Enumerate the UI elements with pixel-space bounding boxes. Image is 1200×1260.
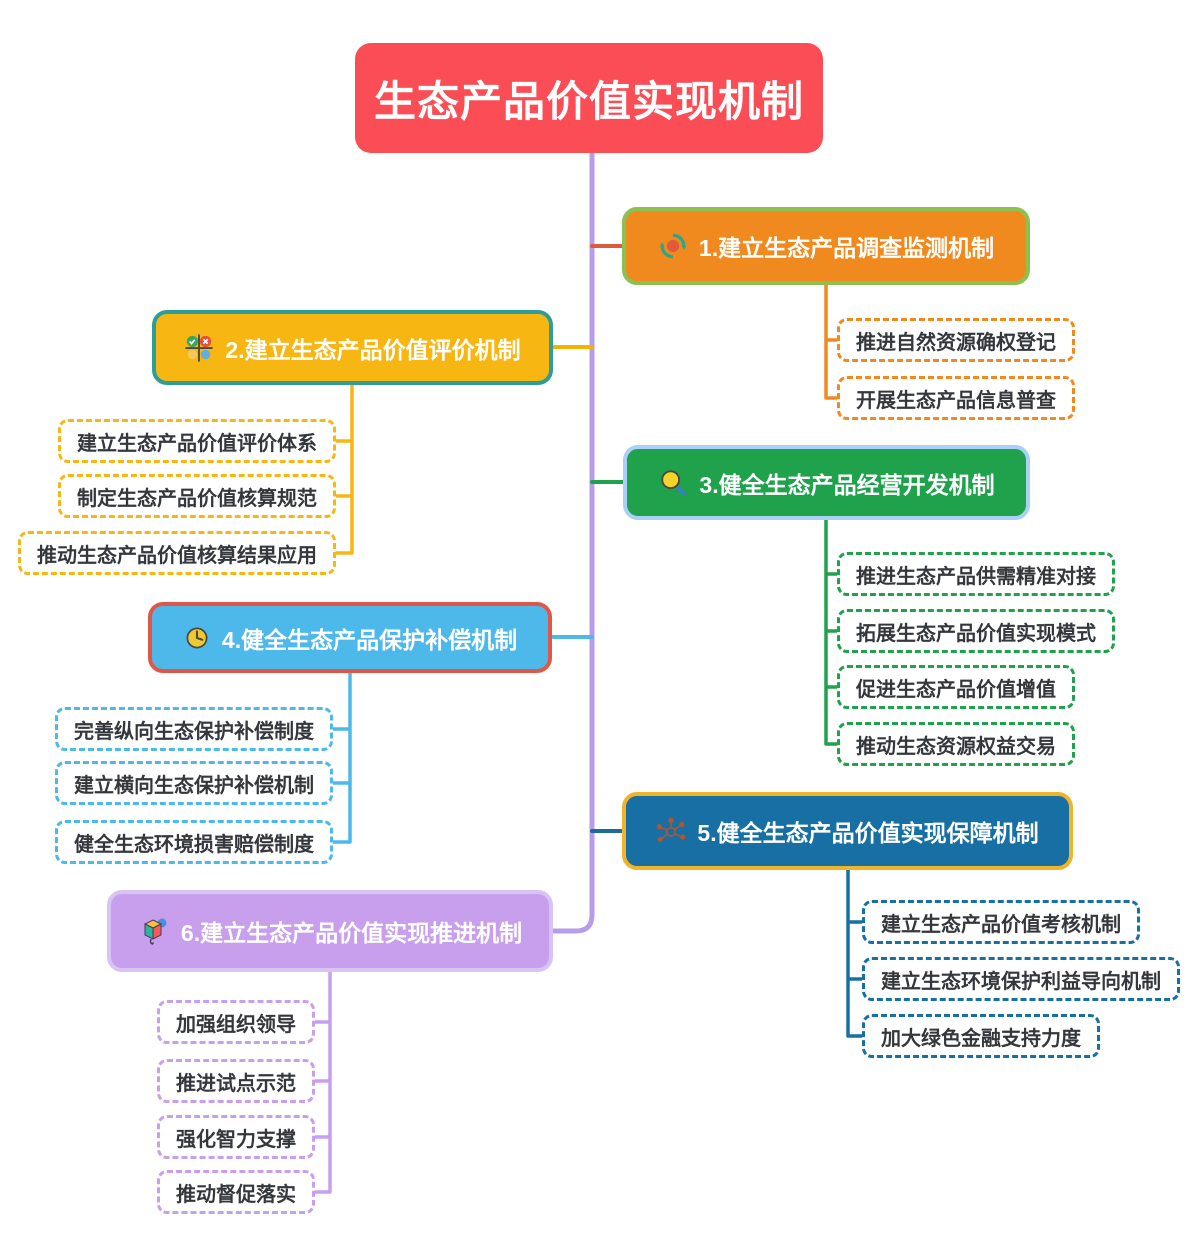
branch-1-node[interactable]: 1.建立生态产品调查监测机制: [622, 207, 1030, 285]
branch-2-child-3[interactable]: 推动生态产品价值核算结果应用: [18, 531, 336, 575]
root-node[interactable]: 生态产品价值实现机制: [355, 43, 823, 153]
magnifier-icon: [658, 468, 688, 498]
branch-4-node[interactable]: 4.健全生态产品保护补偿机制: [148, 602, 552, 673]
branch-3-child-3[interactable]: 促进生态产品价值增值: [837, 665, 1075, 709]
spine-line: [550, 150, 595, 934]
branch-1-child-lines: [824, 283, 840, 400]
child-label: 健全生态环境损害赔偿制度: [74, 833, 314, 856]
branch-6-label: 6.建立生态产品价值实现推进机制: [180, 920, 523, 946]
child-label: 推动生态资源权益交易: [856, 735, 1056, 758]
branch-5-label: 5.健全生态产品价值实现保障机制: [697, 820, 1039, 846]
branch-6-child-3[interactable]: 强化智力支撑: [157, 1115, 315, 1159]
child-label: 推进自然资源确权登记: [856, 331, 1056, 354]
child-label: 推动生态产品价值核算结果应用: [37, 544, 317, 567]
branch-5-child-3[interactable]: 加大绿色金融支持力度: [862, 1014, 1100, 1058]
branch-5-child-2[interactable]: 建立生态环境保护利益导向机制: [862, 957, 1180, 1001]
child-label: 推进试点示范: [176, 1072, 296, 1095]
branch-2-child-1[interactable]: 建立生态产品价值评价体系: [58, 419, 336, 463]
child-label: 促进生态产品价值增值: [856, 678, 1056, 701]
child-label: 加强组织领导: [176, 1013, 296, 1036]
branch-1-child-1[interactable]: 推进自然资源确权登记: [837, 318, 1075, 362]
branch-5-child-1[interactable]: 建立生态产品价值考核机制: [862, 900, 1140, 944]
child-label: 强化智力支撑: [176, 1128, 296, 1151]
root-label: 生态产品价值实现机制: [373, 77, 804, 125]
cube-icon: [138, 915, 170, 947]
branch-3-child-1[interactable]: 推进生态产品供需精准对接: [837, 552, 1115, 596]
branch-2-label: 2.建立生态产品价值评价机制: [225, 336, 521, 363]
child-label: 建立生态产品价值考核机制: [881, 913, 1121, 936]
quad-circles-icon: [184, 333, 214, 363]
child-label: 完善纵向生态保护补偿制度: [74, 720, 314, 743]
branch-6-child-4[interactable]: 推动督促落实: [157, 1170, 315, 1214]
branch-3-node[interactable]: 3.健全生态产品经营开发机制: [623, 445, 1030, 520]
branch-6-child-2[interactable]: 推进试点示范: [157, 1059, 315, 1103]
branch-2-node[interactable]: 2.建立生态产品价值评价机制: [152, 310, 553, 385]
child-label: 推动督促落实: [176, 1183, 296, 1206]
branch-4-label: 4.健全生态产品保护补偿机制: [221, 626, 518, 653]
clock-icon: [183, 624, 211, 652]
child-label: 建立生态环境保护利益导向机制: [881, 970, 1161, 993]
branch-5-child-lines: [846, 868, 865, 1038]
branch-5-node[interactable]: 5.健全生态产品价值实现保障机制: [622, 792, 1073, 870]
child-label: 推进生态产品供需精准对接: [856, 565, 1096, 588]
branch-4-child-3[interactable]: 健全生态环境损害赔偿制度: [55, 820, 333, 864]
branch-2-child-2[interactable]: 制定生态产品价值核算规范: [58, 474, 336, 518]
branch-6-child-1[interactable]: 加强组织领导: [157, 1000, 315, 1044]
branch-3-label: 3.健全生态产品经营开发机制: [699, 471, 995, 498]
branch-1-label: 1.建立生态产品调查监测机制: [698, 235, 995, 261]
branch-4-child-2[interactable]: 建立横向生态保护补偿机制: [55, 761, 333, 805]
branch-6-child-lines: [313, 970, 332, 1194]
child-label: 开展生态产品信息普查: [856, 389, 1056, 412]
branch-3-child-2[interactable]: 拓展生态产品价值实现模式: [837, 609, 1115, 653]
branch-3-child-lines: [824, 518, 840, 746]
network-icon: [656, 816, 686, 846]
child-label: 拓展生态产品价值实现模式: [856, 622, 1096, 645]
branch-3-child-4[interactable]: 推动生态资源权益交易: [837, 722, 1075, 766]
refresh-icon: [658, 231, 688, 261]
branch-6-node[interactable]: 6.建立生态产品价值实现推进机制: [107, 890, 553, 972]
child-label: 制定生态产品价值核算规范: [77, 487, 317, 510]
child-label: 建立横向生态保护补偿机制: [74, 774, 314, 797]
child-label: 建立生态产品价值评价体系: [77, 432, 317, 455]
branch-4-child-1[interactable]: 完善纵向生态保护补偿制度: [55, 707, 333, 751]
branch-4-child-lines: [331, 671, 352, 844]
branch-2-child-lines: [334, 383, 354, 555]
child-label: 加大绿色金融支持力度: [881, 1027, 1081, 1050]
branch-1-child-2[interactable]: 开展生态产品信息普查: [837, 376, 1075, 420]
